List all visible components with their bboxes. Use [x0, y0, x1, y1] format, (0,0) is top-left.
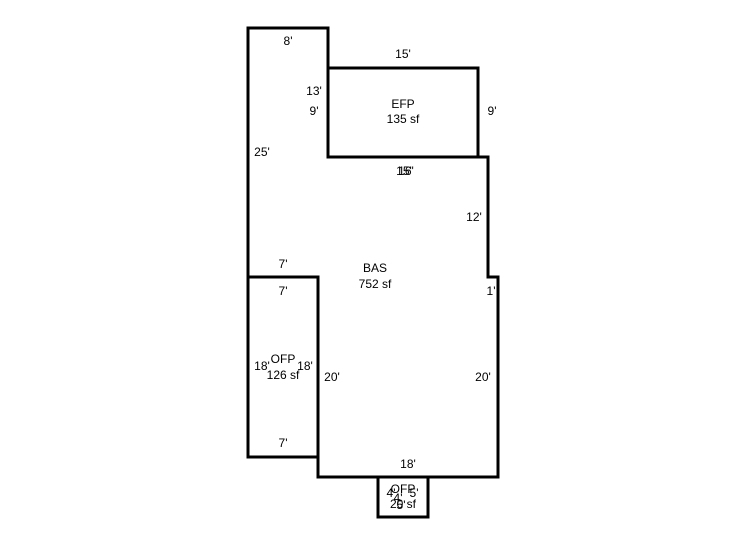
efp-area: 135 sf — [387, 112, 420, 126]
dim-bas-bottom: 18' — [400, 457, 416, 471]
bas-name: BAS — [363, 261, 387, 275]
dim-efp-right: 9' — [488, 104, 497, 118]
dim-ofp-left-bottom: 7' — [279, 436, 288, 450]
dim-ofp-left-right: 18' — [297, 359, 313, 373]
dim-ofp-left-left: 18' — [254, 359, 270, 373]
dim-efp-left: 9' — [310, 104, 319, 118]
bas-area: 752 sf — [359, 277, 392, 291]
dim-bas-right-lower: 20' — [475, 370, 491, 384]
dim-bas-notch-bottom-b: 16' — [398, 164, 414, 178]
dim-ofp-bottom-right: 5' — [410, 486, 419, 500]
dim-bas-left-upper: 25' — [254, 145, 270, 159]
dim-efp-top: 15' — [395, 47, 411, 61]
dim-ofp-left-top: 7' — [279, 284, 288, 298]
ofp-bottom-name: OFP — [391, 482, 416, 496]
dim-bas-right-upper: 12' — [466, 210, 482, 224]
ofp-left-area: 126 sf — [267, 368, 300, 382]
efp-outline — [326, 66, 480, 159]
dim-bas-jog-right: 1' — [487, 284, 496, 298]
dim-bas-ledge: 7' — [279, 257, 288, 271]
dim-bas-top-left: 8' — [284, 34, 293, 48]
ofp-left-name: OFP — [271, 352, 296, 366]
bas-outline — [246, 26, 500, 479]
dim-ofp-bottom-left: 4' — [387, 486, 396, 500]
efp-name: EFP — [391, 97, 414, 111]
ofp-bottom-outline — [376, 475, 430, 519]
dim-bas-notch-left: 13' — [306, 84, 322, 98]
dim-bas-notch-bottom-a: 15' — [396, 164, 412, 178]
ofp-left-outline — [246, 275, 320, 459]
dim-ofp-bottom-a: 4' — [394, 491, 403, 505]
dim-bas-inner-left: 20' — [324, 370, 340, 384]
dim-ofp-bottom-b: 5' — [397, 498, 406, 512]
ofp-bottom-area: 20 sf — [390, 497, 417, 511]
